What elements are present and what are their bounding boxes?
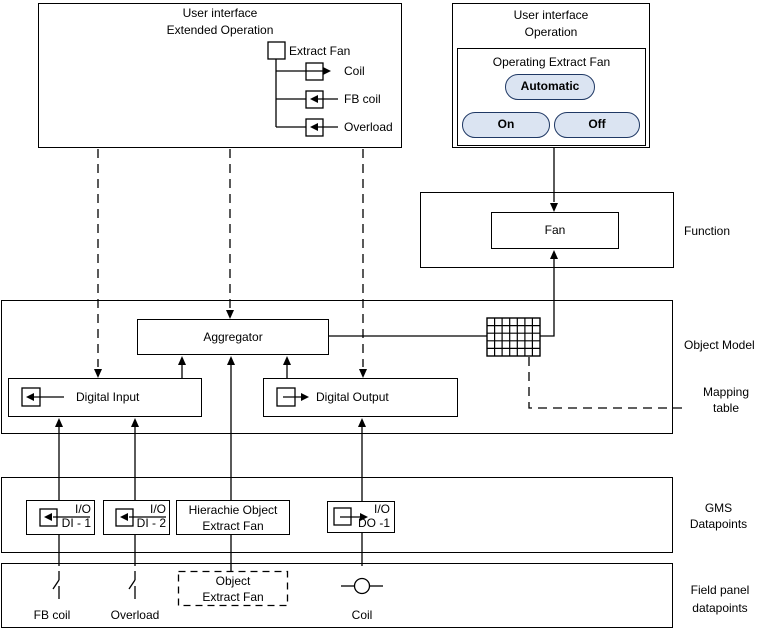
- ui-extended-title: User interface Extended Operation: [38, 5, 402, 39]
- tree-root-label: Extract Fan: [289, 44, 351, 58]
- object-extract-fan-label: Object Extract Fan: [178, 573, 288, 605]
- arrow-down-icon: [226, 310, 234, 319]
- arrow-down-icon: [359, 369, 367, 378]
- arrow-down-icon: [550, 203, 558, 212]
- field-panel-symbols: [52, 570, 383, 607]
- ui-operation-box: [452, 3, 650, 148]
- di1-label: I/O DI - 1: [26, 502, 91, 530]
- do1-box: [327, 501, 395, 533]
- label-line: DO -1: [357, 516, 390, 530]
- hierarchy-object-label: Hierachie Object Extract Fan: [176, 502, 290, 534]
- label-line: DI - 1: [61, 516, 91, 530]
- label-line: I/O: [74, 502, 91, 516]
- arrow-right-icon: [360, 513, 368, 521]
- hierarchy-object-box: [176, 500, 290, 535]
- ui-operation-title: User interface Operation: [452, 7, 650, 41]
- fan-box: [491, 212, 619, 249]
- arrow-left-icon: [120, 513, 128, 521]
- aggregator-label: Aggregator: [203, 330, 263, 344]
- label-line: Extract Fan: [202, 519, 264, 533]
- label-line: datapoints: [692, 601, 748, 615]
- solid-connectors: [58, 148, 555, 571]
- fan-label: Fan: [544, 223, 566, 237]
- dashed-connectors: [97, 149, 688, 409]
- object-extract-fan-dashed-box: [177, 570, 289, 607]
- field-panel-box: [1, 563, 673, 628]
- overload-symbol-label: Overload: [110, 608, 160, 622]
- object-model-section-label: Object Model: [684, 338, 755, 352]
- connector-grid-to-mapping-label: [528, 357, 688, 409]
- title-line: Extended Operation: [166, 23, 274, 37]
- arrow-left-icon: [44, 513, 52, 521]
- digital-output-box: [263, 378, 458, 417]
- arrow-right-icon: [323, 67, 331, 75]
- on-button[interactable]: On: [462, 112, 550, 138]
- object-model-box: [1, 300, 673, 434]
- title-line: User interface: [182, 6, 258, 20]
- label-line: Field panel: [690, 583, 750, 597]
- digital-input-box: [8, 378, 202, 417]
- arrowheads: [55, 203, 558, 427]
- arrow-right-icon: [301, 393, 309, 401]
- label-line: Hierachie Object: [188, 503, 278, 517]
- mapping-table-grid: [486, 317, 541, 357]
- label-line: Datapoints: [689, 517, 748, 531]
- label-line: table: [712, 401, 740, 415]
- label-line: Mapping: [702, 385, 750, 399]
- digital-input-label: Digital Input: [76, 390, 140, 404]
- coil-symbol: [341, 577, 383, 595]
- field-panel-section-label: Field panel datapoints: [676, 581, 764, 617]
- label-line: DI - 2: [136, 516, 166, 530]
- label-line: Extract Fan: [202, 590, 264, 604]
- tree-coil-label: Coil: [344, 64, 365, 78]
- mapping-table-label: Mapping table: [695, 384, 757, 416]
- arrow-left-icon: [26, 393, 34, 401]
- di2-label: I/O DI - 2: [103, 502, 166, 530]
- fbcoil-symbol-label: FB coil: [33, 608, 71, 622]
- tree-overload-label: Overload: [344, 120, 393, 134]
- arrow-up-icon: [131, 418, 139, 427]
- digital-output-label: Digital Output: [316, 390, 389, 404]
- connector-aggregator-to-fan: [329, 259, 555, 337]
- operating-extract-fan-panel: [457, 48, 646, 146]
- arrow-up-icon: [178, 356, 186, 365]
- label-line: I/O: [149, 502, 166, 516]
- arrow-up-icon: [550, 250, 558, 259]
- label-line: I/O: [373, 502, 390, 516]
- operating-extract-fan-title: Operating Extract Fan: [492, 55, 611, 69]
- title-line: Operation: [524, 25, 578, 39]
- fb-coil-contact-symbol: [52, 571, 60, 599]
- arrow-down-icon: [94, 369, 102, 378]
- arrow-up-icon: [55, 418, 63, 427]
- function-section-label: Function: [684, 224, 731, 238]
- gms-datapoints-box: [1, 477, 673, 553]
- aggregator-box: [137, 319, 329, 355]
- gms-datapoint-icons: [39, 507, 368, 527]
- arrow-left-icon: [310, 95, 318, 103]
- arrow-up-icon: [227, 356, 235, 365]
- arrow-up-icon: [283, 356, 291, 365]
- label-line: Object: [215, 574, 251, 588]
- coil-symbol-label: Coil: [351, 608, 373, 622]
- ui-extended-operation-box: [38, 3, 402, 148]
- arrow-up-icon: [358, 418, 366, 427]
- off-button[interactable]: Off: [554, 112, 640, 138]
- title-line: User interface: [513, 8, 589, 22]
- extract-fan-tree: [267, 41, 338, 137]
- di1-box: [26, 500, 95, 535]
- function-box: [420, 192, 674, 268]
- automatic-button[interactable]: Automatic: [505, 74, 595, 100]
- overload-contact-symbol: [128, 571, 136, 599]
- digital-io-icons: [21, 387, 309, 407]
- label-line: GMS: [704, 501, 733, 515]
- tree-fbcoil-label: FB coil: [344, 92, 381, 106]
- do1-label: I/O DO -1: [327, 502, 390, 530]
- di2-box: [103, 500, 170, 535]
- arrow-left-icon: [310, 123, 318, 131]
- gms-section-label: GMS Datapoints: [676, 500, 761, 532]
